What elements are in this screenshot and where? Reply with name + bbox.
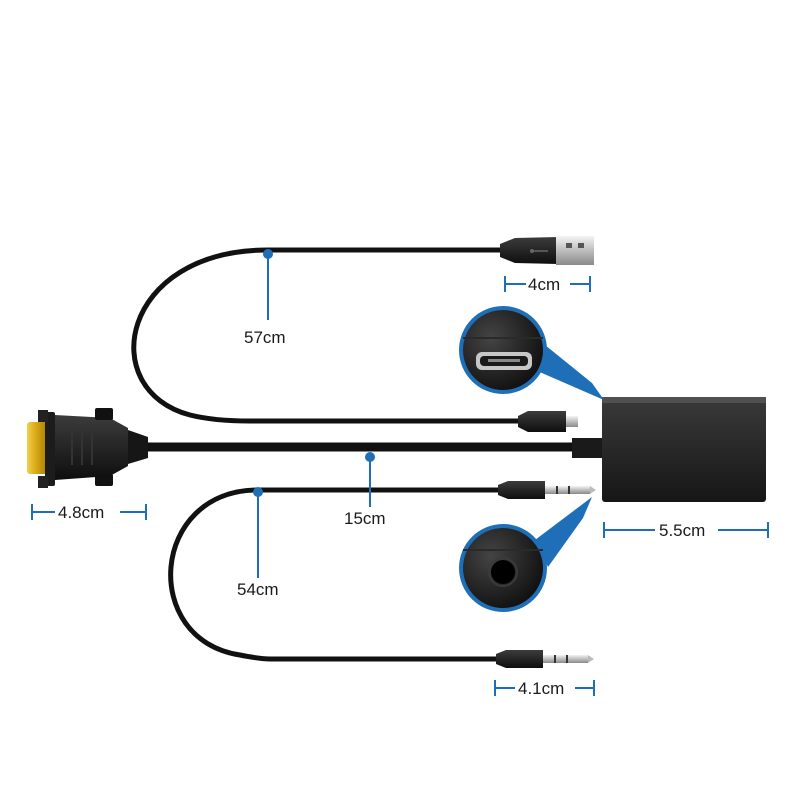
audio-cable: [168, 487, 503, 662]
audio-port-detail-icon: [459, 497, 592, 612]
adapter-box-icon: [572, 397, 766, 502]
dim-line-5-5cm: [603, 522, 769, 538]
vga-plug-width-label: 4.8cm: [58, 503, 105, 522]
usb-power-cable: [131, 247, 525, 424]
dim-line-4-1cm: [494, 680, 595, 696]
audio-cable-length-label: 54cm: [237, 580, 279, 599]
audio-plug-bottom-icon: [496, 650, 594, 668]
main-cable-length-label: 15cm: [344, 509, 386, 528]
dim-line-4-8cm: [31, 504, 147, 520]
vga-connector-icon: [27, 408, 148, 488]
measure-57cm-marker: [263, 249, 273, 320]
usb-cable-length-label: 57cm: [244, 328, 286, 347]
audio-plug-top-icon: [498, 481, 596, 499]
measure-15cm-marker: [365, 452, 375, 507]
usb-a-plug-icon: [500, 236, 594, 265]
audio-plug-length-label: 4.1cm: [518, 679, 565, 698]
micro-usb-plug-icon: [518, 411, 578, 432]
box-width-label: 5.5cm: [659, 521, 706, 540]
dim-line-4cm: [504, 276, 591, 292]
measure-54cm-marker: [253, 487, 263, 578]
usb-plug-length-label: 4cm: [528, 275, 561, 294]
micro-usb-port-detail-icon: [459, 306, 604, 400]
